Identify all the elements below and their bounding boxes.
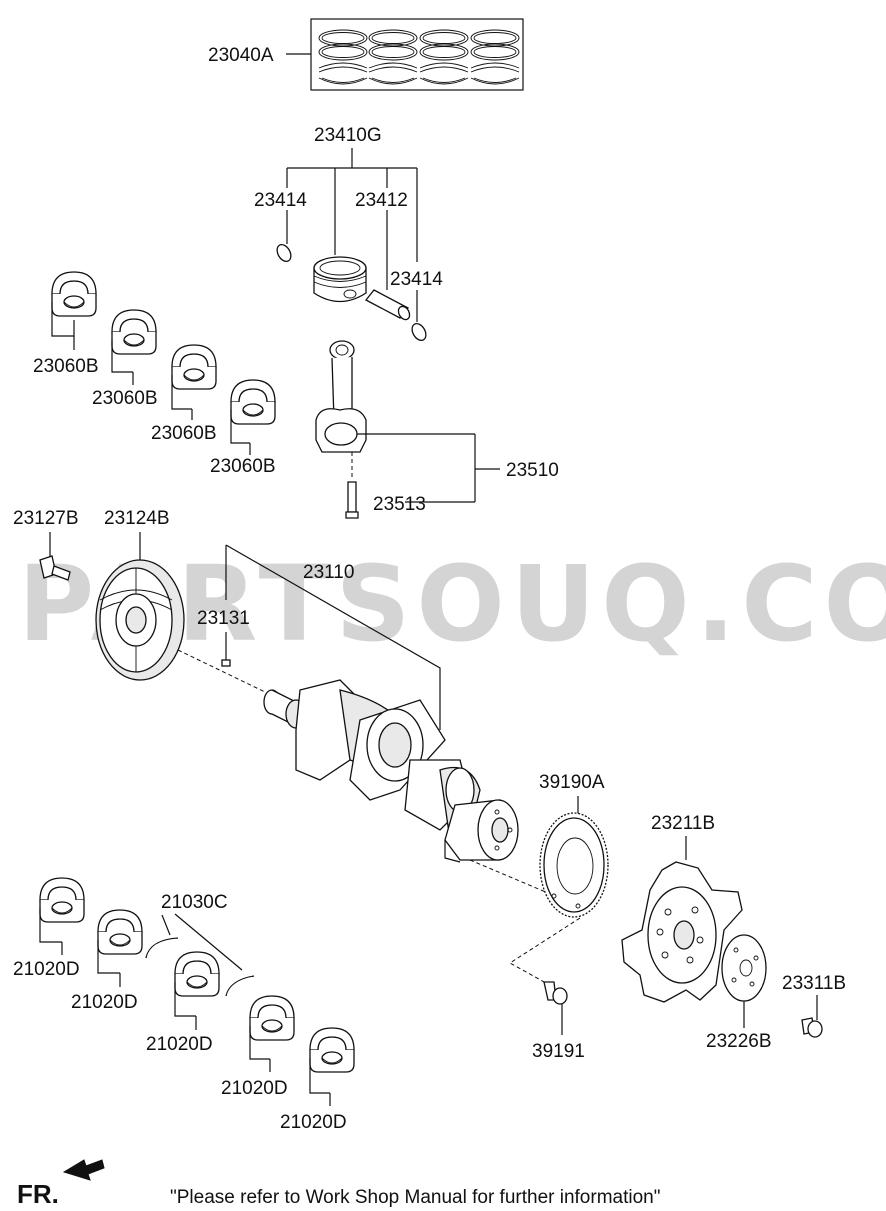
label-conrod-bolt: 23513 — [373, 494, 426, 515]
label-main-bearing-3: 21020D — [146, 1034, 213, 1055]
label-main-bearing-4: 21020D — [221, 1078, 288, 1099]
front-direction-arrow-icon — [62, 1159, 105, 1181]
ringgear-bolt-dash — [509, 917, 581, 989]
adapter-plate — [721, 934, 767, 1028]
label-damper-pulley: 23124B — [104, 508, 170, 529]
label-woodruff-key: 23131 — [197, 608, 250, 629]
conrod-bearing-shells — [51, 271, 276, 455]
label-piston-pin: 23412 — [355, 190, 408, 211]
label-snap-ring-left: 23414 — [254, 190, 307, 211]
main-bearing-shells — [39, 877, 355, 1106]
crank-to-ringgear-dash — [469, 859, 549, 894]
label-conrod-bearing-4: 23060B — [210, 456, 276, 477]
label-conrod-bearing-2: 23060B — [92, 388, 158, 409]
crankshaft — [263, 679, 519, 863]
label-drive-plate-bolt: 23311B — [782, 973, 846, 994]
label-piston-assy: 23410G — [314, 125, 382, 146]
label-snap-ring-right: 23414 — [390, 269, 443, 290]
label-ring-gear: 39190A — [539, 772, 605, 793]
label-conrod-bearing-1: 23060B — [33, 356, 99, 377]
label-main-bearing-1: 21020D — [13, 959, 80, 980]
label-ring-set: 23040A — [208, 45, 274, 66]
label-ring-gear-bolt: 39191 — [532, 1041, 585, 1062]
front-direction-label: FR. — [17, 1179, 59, 1209]
label-adapter-plate: 23226B — [706, 1031, 772, 1052]
label-conrod-bearing-3: 23060B — [151, 423, 217, 444]
label-pulley-bolt: 23127B — [13, 508, 79, 529]
piston-leaders — [286, 148, 418, 322]
ring-gear — [539, 796, 609, 918]
label-connecting-rod-assy: 23510 — [506, 460, 559, 481]
crankshaft-leaders — [177, 544, 441, 730]
connecting-rod — [315, 340, 500, 519]
label-crankshaft: 23110 — [303, 562, 354, 583]
damper-pulley — [95, 532, 185, 681]
label-main-bearing-2: 21020D — [71, 992, 138, 1013]
thrust-bearings — [145, 913, 255, 997]
label-drive-plate: 23211B — [651, 813, 715, 834]
piston-ring-set — [286, 18, 524, 91]
label-main-bearing-5: 21020D — [280, 1112, 347, 1133]
label-thrust-bearing: 21030C — [161, 892, 228, 913]
ring-gear-bolt — [543, 981, 568, 1035]
footer-note: "Please refer to Work Shop Manual for fu… — [170, 1187, 660, 1208]
drive-plate — [621, 836, 743, 1003]
pulley-bolt — [39, 532, 71, 581]
drive-plate-bolt — [801, 995, 823, 1038]
piston — [276, 243, 427, 342]
